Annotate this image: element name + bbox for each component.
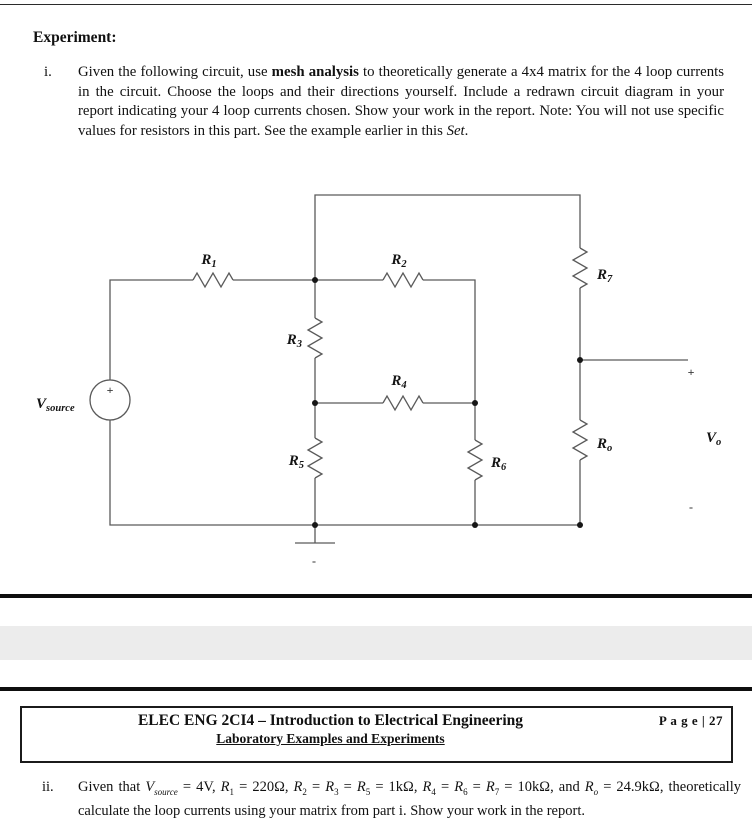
resistor-r3 <box>306 317 324 359</box>
source-plus-sign: + <box>107 383 114 397</box>
ro-label: Ro <box>596 436 612 454</box>
r4-label: R4 <box>390 373 406 391</box>
item-i-text: Given the following circuit, use mesh an… <box>78 64 724 139</box>
resistor-r2 <box>382 271 424 289</box>
footer-course-title: ELEC ENG 2CI4 – Introduction to Electric… <box>137 712 524 729</box>
r5-label: R5 <box>288 453 304 471</box>
r7-label: R7 <box>596 267 613 285</box>
resistor-r1 <box>192 271 234 289</box>
item-i-number: i. <box>44 64 52 80</box>
vo-label: Vo <box>706 430 721 448</box>
ground-minus-sign: - <box>312 554 316 568</box>
r2-label: R2 <box>390 252 407 270</box>
experiment-heading: Experiment: <box>33 29 117 46</box>
circuit-wires <box>109 194 688 526</box>
circuit-diagram: + - Vsource R1 R2 R3 R4 R5 R6 R7 Ro Vo +… <box>36 194 721 568</box>
resistor-ro <box>571 419 589 461</box>
item-i: i. Given the following circuit, use mesh… <box>44 63 724 141</box>
item-ii: ii. Given that Vsource = 4V, R1 = 220Ω, … <box>42 778 742 822</box>
page-gap-band <box>0 626 752 660</box>
item-ii-number: ii. <box>42 779 54 795</box>
vo-minus-sign: - <box>689 500 693 514</box>
footer-box: ELEC ENG 2CI4 – Introduction to Electric… <box>20 706 733 763</box>
vo-plus-sign: + <box>688 365 695 379</box>
page-break-rule-bottom <box>0 687 752 691</box>
top-divider <box>0 4 752 5</box>
connection-nodes <box>312 277 583 528</box>
page-break-rule-top <box>0 594 752 598</box>
resistor-r6 <box>466 439 484 481</box>
r6-label: R6 <box>490 455 507 473</box>
footer-page-number: P a g e | 27 <box>658 713 723 728</box>
resistor-r4 <box>382 394 424 412</box>
item-ii-text: Given that Vsource = 4V, R1 = 220Ω, R2 =… <box>78 779 741 820</box>
footer-subtitle: Laboratory Examples and Experiments <box>216 731 445 746</box>
resistor-symbols <box>192 247 589 481</box>
resistor-r5 <box>306 437 324 479</box>
resistor-r7 <box>571 247 589 289</box>
r3-label: R3 <box>286 332 302 350</box>
footer-row: ELEC ENG 2CI4 – Introduction to Electric… <box>30 712 723 730</box>
r1-label: R1 <box>200 252 216 270</box>
voltage-source-symbol <box>89 379 131 421</box>
vsource-label: Vsource <box>36 396 75 414</box>
